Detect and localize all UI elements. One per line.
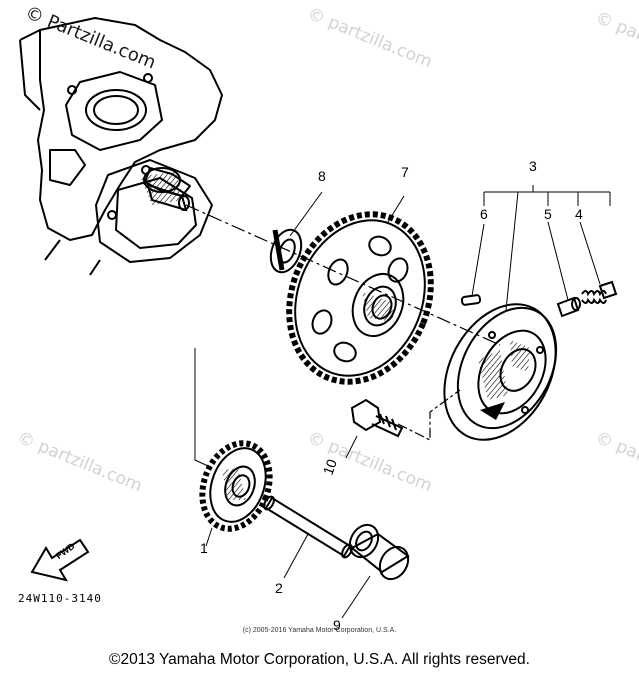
drawing-code: 24W110-3140 [18,592,102,605]
clutch-bolt [350,389,461,441]
callout-1: 1 [200,540,208,556]
fwd-arrow-icon [30,538,90,582]
idler-gear [199,440,273,532]
starter-clutch-assembly [443,303,558,441]
callout-7: 7 [401,164,409,180]
washer-part [269,228,303,274]
callout-2: 2 [275,580,283,596]
inner-copyright: (c) 2005-2016 Yamaha Motor Corporation, … [242,627,397,634]
engine-shaft [146,183,190,212]
callout-9: 9 [333,617,341,633]
center-axis-line [185,204,501,346]
starter-wheel-gear [286,211,434,385]
callout-8: 8 [318,168,326,184]
callout-5: 5 [544,206,552,222]
callout-3: 3 [529,158,537,174]
idler-shaft [263,495,353,559]
engine-case [19,17,223,276]
spring-cap [556,296,581,318]
bushing [348,523,410,581]
spring-end [598,280,618,300]
footer-copyright: ©2013 Yamaha Motor Corporation, U.S.A. A… [109,651,530,668]
callout-6: 6 [480,206,488,222]
callout-4: 4 [575,206,583,222]
clutch-roller [460,294,482,306]
leader-lines [194,185,611,619]
